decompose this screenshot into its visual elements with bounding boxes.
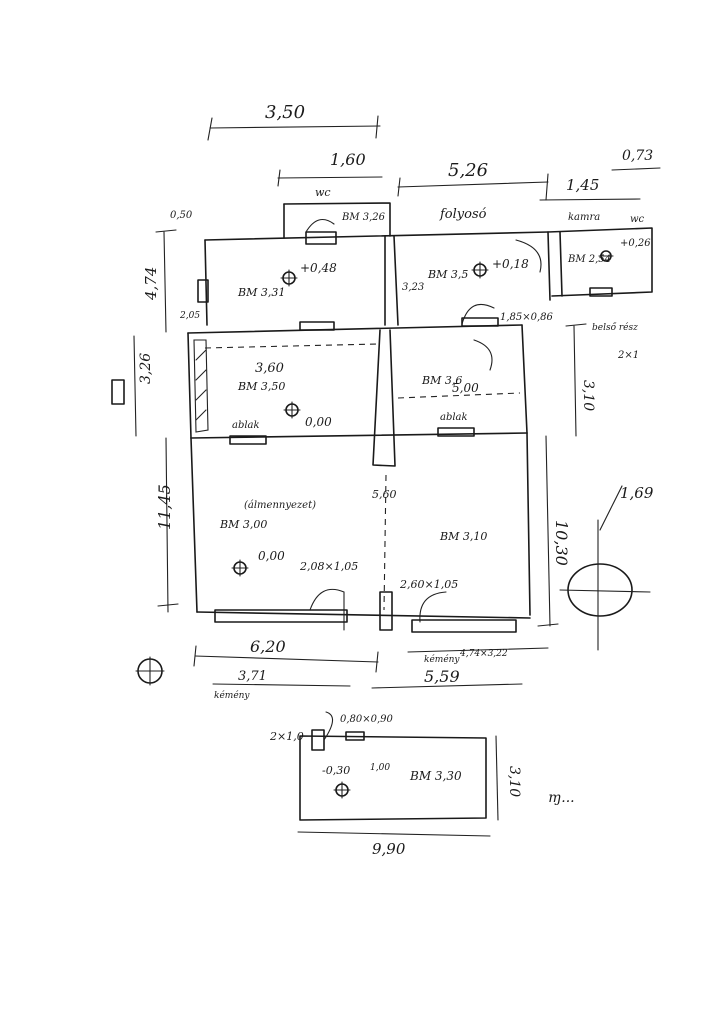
dimension-right-heights: 3,10 belső rész 2×1 10,30	[537, 322, 639, 627]
dimension-label: 4,74×3,22	[459, 649, 508, 659]
room-label: BM 3,50	[237, 380, 285, 393]
window-label: ablak	[232, 420, 260, 431]
dimension-label: 0,80×0,90	[340, 714, 394, 725]
room-c: 3,60 BM 3,50 0,00 ablak	[193, 339, 332, 445]
room-label: BM 3,6	[421, 374, 462, 387]
dimension-wc-width: 1,60 wc	[277, 150, 383, 199]
dimension-label: 3,23	[402, 282, 424, 293]
room-label: BM 2,54	[567, 254, 611, 265]
dimension-label: 1,69	[620, 484, 654, 502]
room-label: BM 3,10	[439, 530, 487, 543]
dimension-label: 3,60	[255, 361, 284, 376]
level-label: +0,18	[492, 257, 529, 271]
window-symbol	[437, 427, 475, 437]
dimension-label: 3,10	[506, 766, 522, 797]
dimension-label: 5,59	[424, 667, 460, 686]
room-a: BM 3,31 +0,48 2,05	[179, 261, 337, 331]
dimension-label: 11,45	[155, 484, 174, 530]
lower-annex: 0,80×0,90 2×1,0 -0,30 BM 3,30 1,00 3,10 …	[269, 711, 522, 858]
right-annex: kamra wc BM 2,54 +0,26	[547, 212, 653, 297]
level-label: -0,30	[322, 764, 350, 777]
level-label: +0,26	[620, 238, 651, 249]
compass-icon: 1,69	[559, 484, 654, 651]
room-e: BM 3,00 (álmennyezet) 0,00 2,08×1,05	[214, 500, 358, 631]
dimension-label: 5,60	[372, 488, 397, 501]
level-label: 0,00	[258, 549, 285, 563]
window-label: ablak	[440, 412, 468, 423]
room-label: (álmennyezet)	[244, 500, 316, 511]
dimension-label: 1,85×0,86	[500, 312, 554, 323]
room-label: folyosó	[439, 207, 487, 222]
dimension-label: 10,30	[552, 520, 571, 566]
dimension-label: 1,00	[370, 763, 390, 773]
dimension-label: 1,45	[566, 176, 599, 194]
building-outline	[187, 231, 551, 619]
note-label: belső rész	[592, 322, 638, 333]
room-label: BM 3,00	[219, 518, 267, 531]
room-f: BM 3,10 2,60×1,05	[379, 530, 517, 633]
note-label: kémény	[424, 654, 460, 665]
room-label: BM 3,31	[237, 286, 285, 299]
dimension-label: 2×1,0	[269, 730, 304, 743]
note-label: kémény	[214, 690, 250, 701]
dimension-label: 6,20	[250, 637, 286, 656]
signature: ɱ...	[548, 790, 575, 806]
room-label: BM 3,26	[341, 212, 386, 223]
window-symbol	[461, 317, 499, 327]
dimension-label: 5,00	[452, 381, 479, 395]
dimension-label: 9,90	[372, 840, 406, 858]
dimension-label: 0,50	[170, 210, 193, 221]
level-label: 0,00	[305, 415, 332, 429]
dimension-label: 2,08×1,05	[299, 560, 358, 573]
dimension-top-width: 3,50	[207, 102, 381, 141]
dimension-label: 5,26	[448, 160, 488, 181]
level-marker-icon	[231, 250, 614, 799]
dimension-label: 3,71	[238, 669, 267, 684]
window-symbol	[299, 321, 335, 331]
north-arrow-icon	[135, 656, 165, 686]
dimension-left-heights: 4,74 0,50 3,26 11,45	[111, 210, 193, 613]
dimension-label: 1,60	[330, 150, 366, 169]
room-b: BM 3,5 +0,18 3,23 1,85×0,86	[402, 239, 554, 327]
dimension-label: 2,05	[179, 311, 200, 321]
room-label: wc	[315, 186, 331, 199]
dimension-label: 4,74	[142, 267, 160, 301]
room-label: BM 3,5	[427, 268, 468, 281]
level-label: +0,48	[300, 261, 337, 275]
dimension-label: 3,10	[580, 380, 596, 411]
room-label: BM 3,30	[409, 769, 462, 783]
dimension-right-top: 5,26	[397, 160, 549, 201]
dimension-far-right: 1,45 0,73	[539, 148, 661, 201]
room-label: wc	[630, 214, 645, 225]
room-d: BM 3,6 5,00 ablak	[421, 339, 493, 437]
dimension-bottom: 6,20 3,71 kémény kémény 4,74×3,22 5,59	[193, 637, 549, 701]
dimension-label: 2,60×1,05	[399, 578, 458, 591]
note-label: 2×1	[617, 350, 639, 361]
window-symbol	[229, 435, 267, 445]
dimension-label: 3,50	[265, 102, 305, 123]
room-label: kamra	[568, 212, 600, 223]
dimension-label: 0,73	[622, 148, 653, 164]
dimension-label: 3,26	[138, 353, 154, 384]
